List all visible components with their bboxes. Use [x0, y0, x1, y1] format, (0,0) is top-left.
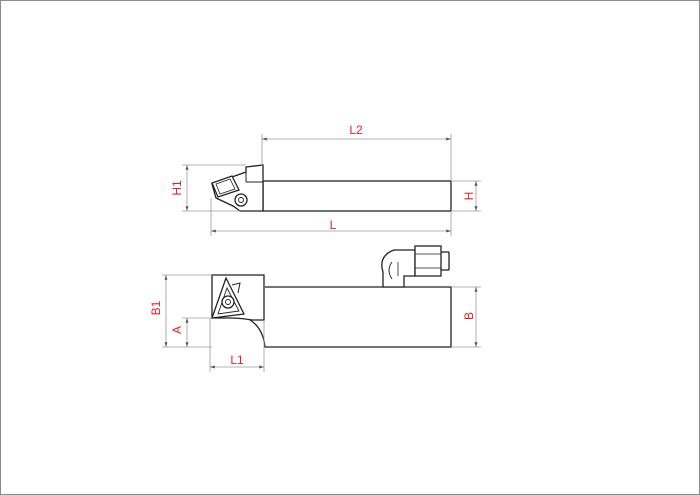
dim-B [451, 286, 481, 348]
side-view [211, 164, 452, 212]
dim-label-H: H [462, 192, 476, 201]
dim-L [210, 198, 452, 236]
dim-label-L: L [330, 218, 337, 232]
shank-side [262, 180, 452, 212]
dim-label-L1: L1 [230, 353, 244, 367]
coolant-elbow-icon [381, 249, 416, 288]
dim-H [451, 180, 481, 212]
shank-plan [249, 286, 452, 348]
dim-L2 [261, 134, 452, 181]
dim-label-H1: H1 [170, 180, 184, 196]
insert-screw-icon [221, 295, 235, 309]
dim-L1 [209, 318, 265, 372]
dim-label-B1: B1 [149, 300, 163, 315]
clamp-screw-icon [234, 193, 248, 207]
dim-label-B: B [462, 312, 476, 320]
dim-label-L2: L2 [349, 123, 363, 137]
dim-A [182, 317, 212, 347]
hex-nut-icon [414, 245, 442, 277]
plan-view [211, 245, 452, 348]
dim-label-A: A [170, 326, 184, 334]
dim-H1 [182, 164, 246, 212]
